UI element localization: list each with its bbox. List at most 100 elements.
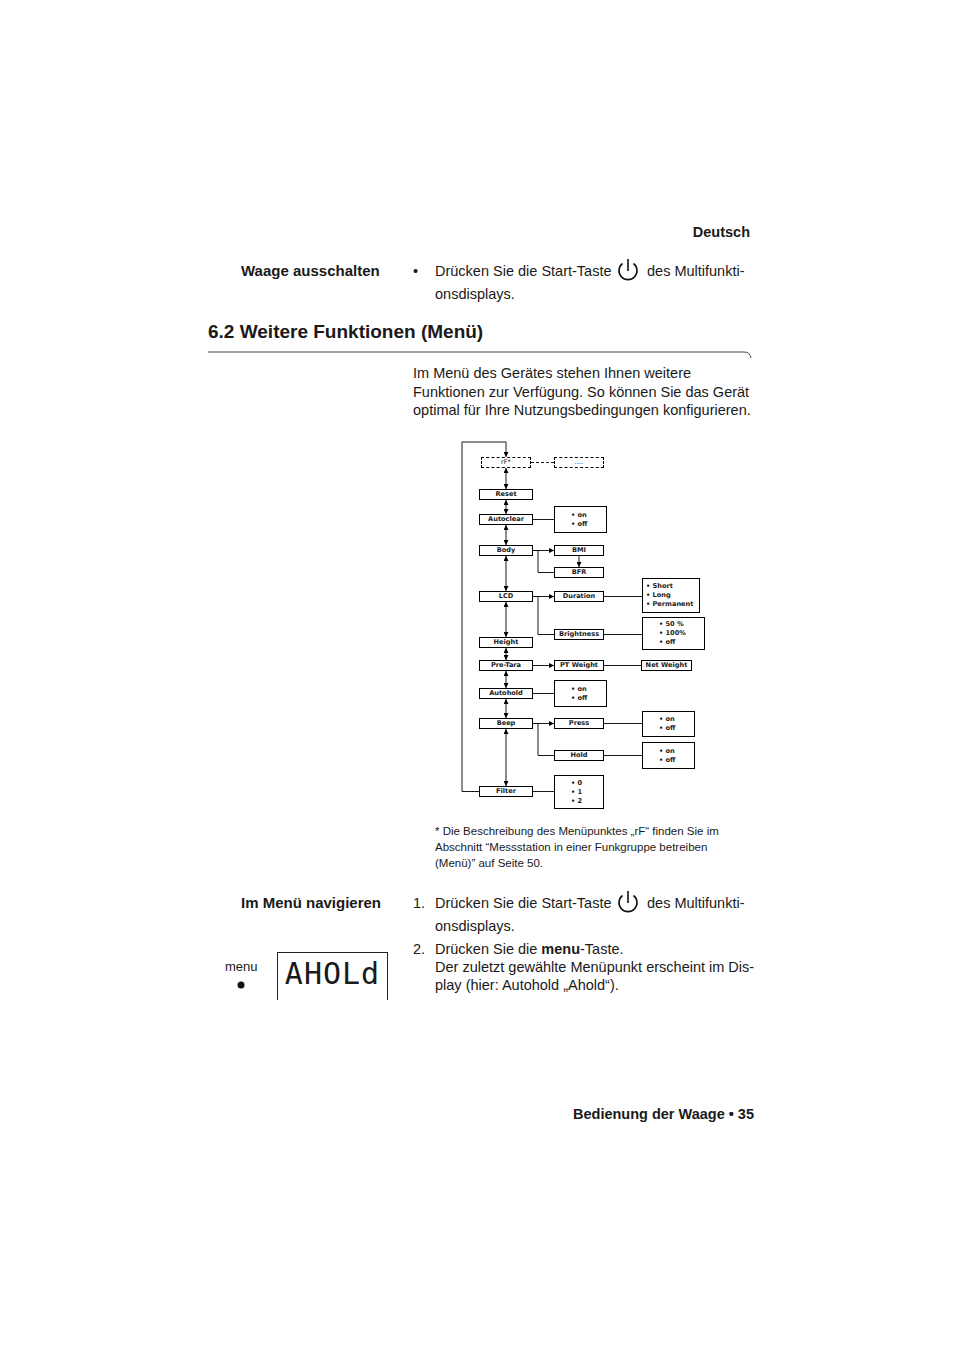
- menu-box: PT Weight: [554, 660, 604, 671]
- page-text: Drücken Sie die: [435, 941, 537, 957]
- option-box: • on• off: [642, 711, 695, 737]
- menu-text: Beep: [497, 719, 516, 728]
- text-block: Drücken Sie die Start-Taste: [435, 262, 612, 280]
- menu-box: Press: [554, 718, 604, 729]
- text-block: 1.: [413, 894, 425, 912]
- connector: [506, 699, 507, 718]
- connector: [604, 596, 642, 597]
- menu-text: ....: [575, 458, 583, 467]
- page-text: Drücken Sie die Start-Taste: [435, 263, 612, 279]
- menu-box: ....: [554, 457, 604, 468]
- page-text: 1.: [413, 895, 425, 911]
- text-block: play (hier: Autohold „Ahold“).: [435, 976, 619, 994]
- page-text: Im Menü navigieren: [241, 894, 381, 911]
- section-heading: 6.2 Weitere Funktionen (Menü): [208, 321, 483, 342]
- text-block: Der zuletzt gewählte Menüpunkt erscheint…: [435, 958, 754, 976]
- menu-text: • on: [571, 511, 587, 520]
- text-block: Drücken Sie die Start-Taste: [435, 894, 612, 912]
- text-block: -Taste.: [580, 940, 624, 958]
- text-block: •: [413, 262, 418, 280]
- menu-text: rF*: [501, 458, 511, 467]
- connector: [579, 556, 580, 567]
- text-block: des Multifunkti-: [647, 894, 745, 912]
- connector: [533, 519, 554, 520]
- text-block: Drücken Sie die: [435, 940, 537, 958]
- text-block: menu: [541, 940, 580, 958]
- connector: [533, 724, 554, 756]
- display-text: AHOLd: [285, 957, 380, 991]
- text-block: des Multifunkti-: [647, 262, 745, 280]
- text-block: * Die Beschreibung des Menüpunktes „rF“ …: [435, 823, 733, 871]
- text-block: Waage ausschalten: [241, 262, 380, 280]
- menu-text: • 100%: [659, 629, 686, 638]
- connector: [604, 755, 642, 756]
- option-box: • 0• 1• 2: [554, 775, 604, 809]
- connector: [533, 597, 554, 635]
- connector: [533, 551, 554, 573]
- page-text: des Multifunkti-: [647, 263, 745, 279]
- page-text: Deutsch: [693, 224, 750, 240]
- page-text: play (hier: Autohold „Ahold“).: [435, 977, 619, 993]
- heading-rule: [208, 352, 751, 358]
- option-box: • 50 %• 100%• off: [642, 617, 705, 650]
- menu-box: Brightness: [554, 629, 604, 640]
- menu-box: BMI: [554, 545, 604, 556]
- connector: [506, 556, 507, 591]
- menu-text: Body: [497, 546, 516, 555]
- menu-box: Hold: [554, 750, 604, 761]
- menu-text: PT Weight: [560, 661, 598, 670]
- option-box: • on• off: [554, 680, 607, 707]
- menu-text: LCD: [499, 592, 514, 601]
- menu-text: • off: [659, 724, 675, 733]
- menu-text: BFR: [572, 568, 587, 577]
- option-box: • on• off: [642, 742, 695, 769]
- menu-text: Hold: [570, 751, 587, 760]
- connector: [506, 468, 507, 489]
- text-block: Im Menü des Gerätes stehen Ihnen weitere…: [413, 364, 758, 420]
- menu-box: rF*: [481, 457, 531, 468]
- text-block: 2.: [413, 940, 425, 958]
- text-block: onsdisplays.: [435, 285, 515, 303]
- text-block: onsdisplays.: [435, 917, 515, 935]
- menu-text: Reset: [495, 490, 516, 499]
- menu-text: Autoclear: [488, 515, 524, 524]
- connector: [531, 462, 554, 463]
- text-block: Bedienung der Waage • 35: [573, 1105, 754, 1123]
- menu-text: • off: [571, 694, 587, 703]
- page-text: 2.: [413, 941, 425, 957]
- page-text: des Multifunkti-: [647, 895, 745, 911]
- text-block: menu: [225, 958, 258, 976]
- connector: [506, 602, 507, 637]
- menu-text: • off: [659, 756, 675, 765]
- menu-box: Reset: [479, 489, 533, 500]
- page-text: -Taste.: [580, 941, 624, 957]
- menu-text: Pre-Tara: [491, 661, 521, 670]
- menu-text: • off: [659, 638, 675, 647]
- menu-text: • Permanent: [646, 600, 693, 609]
- connector: [506, 500, 507, 514]
- menu-box: Pre-Tara: [479, 660, 533, 671]
- menu-text: • on: [571, 685, 587, 694]
- page-text: menu: [225, 959, 258, 974]
- menu-text: Press: [569, 719, 589, 728]
- menu-button-dot: [238, 982, 245, 989]
- page-text: Im Menü des Gerätes stehen Ihnen weitere…: [413, 365, 751, 418]
- connector: [604, 634, 642, 635]
- connector: [604, 665, 641, 666]
- power-icon: [619, 891, 637, 912]
- page-text: •: [413, 263, 418, 279]
- menu-box: BFR: [554, 567, 604, 578]
- menu-text: • Short: [646, 582, 673, 591]
- connector: [506, 648, 507, 660]
- menu-text: Net Weight: [646, 661, 688, 670]
- connector: [533, 665, 554, 666]
- menu-text: • off: [571, 520, 587, 529]
- page-text: onsdisplays.: [435, 918, 515, 934]
- text-block: Im Menü navigieren: [241, 894, 381, 912]
- page-text: Drücken Sie die Start-Taste: [435, 895, 612, 911]
- connector: [533, 693, 554, 694]
- connector: [506, 525, 507, 545]
